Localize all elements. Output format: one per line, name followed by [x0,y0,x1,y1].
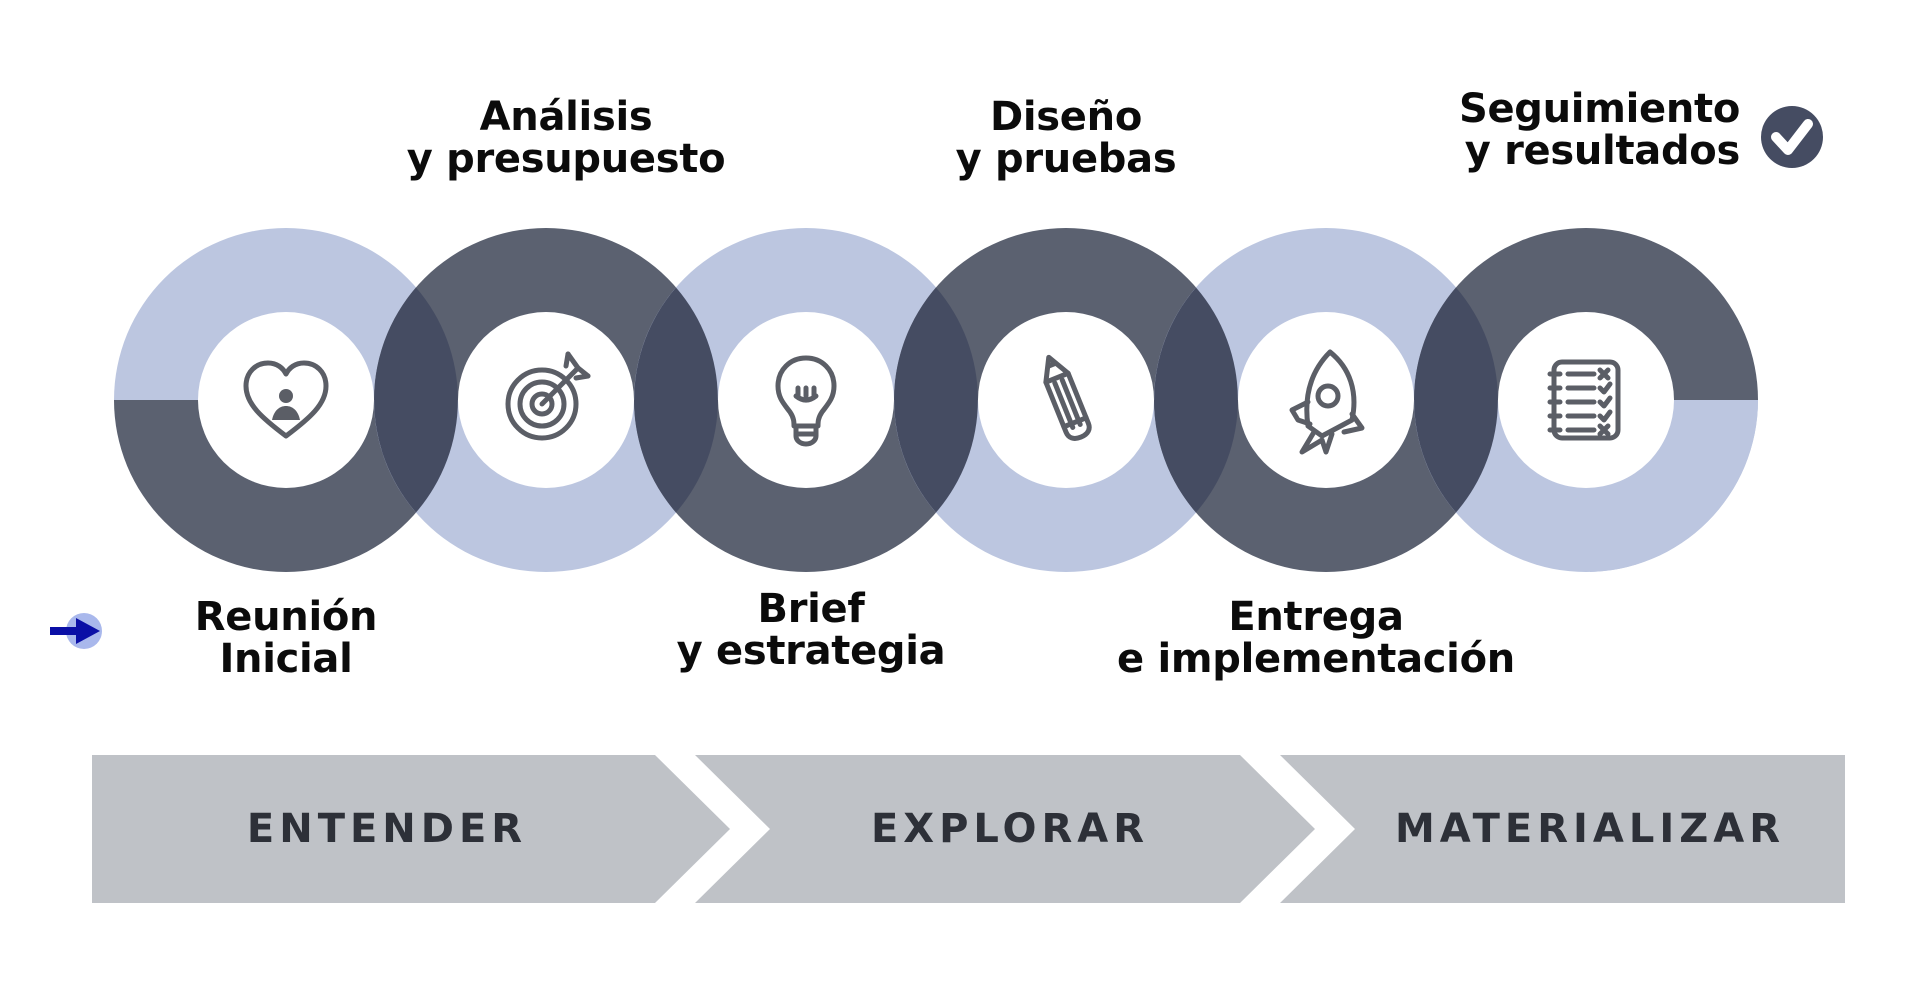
step-label-1-line2: Inicial [219,636,353,682]
overlap-5 [1414,287,1498,513]
step-label-4-line1: Diseño [989,94,1142,140]
lightbulb-icon [775,355,837,447]
phase-chevron-1 [92,755,730,903]
step-label-5-line1: Entrega [1228,594,1404,640]
phase-label-1: ENTENDER [246,806,528,852]
step-label-4: Diseño y pruebas [921,96,1211,180]
phase-explorar: EXPLORAR [745,755,1275,903]
step-label-6: Seguimiento y resultados [1450,88,1740,172]
pencil-icon [1043,354,1092,441]
checklist-icon [1547,359,1621,441]
phase-materializar: MATERIALIZAR [1335,755,1845,903]
target-icon [505,351,591,441]
overlap-4 [1154,287,1238,513]
step-label-5-line2: e implementación [1117,636,1515,682]
check-circle-icon [1761,106,1823,168]
step-label-3-line2: y estrategia [676,628,946,674]
step-label-1: Reunión Inicial [186,596,386,680]
inner-disc-4 [978,312,1154,488]
heart-person-icon [243,360,329,439]
phase-label-3: MATERIALIZAR [1394,806,1786,852]
step-label-6-line1: Seguimiento [1458,86,1740,132]
step-label-3-line1: Brief [757,586,865,632]
rocket-icon [1289,349,1365,455]
step-label-6-line2: y resultados [1464,128,1741,174]
overlap-3 [894,287,978,513]
phase-chevron-3 [1280,755,1845,903]
step-label-3: Brief y estrategia [656,588,966,672]
overlap-2 [634,287,718,513]
step-label-2: Análisis y presupuesto [396,96,736,180]
step-label-2-line1: Análisis [479,94,653,140]
step-label-2-line2: y presupuesto [406,136,726,182]
step-label-4-line2: y pruebas [955,136,1177,182]
inner-disc-5 [1238,312,1414,488]
phase-chevron-2 [695,755,1315,903]
step-label-1-line1: Reunión [194,594,378,640]
phase-entender: ENTENDER [92,755,682,903]
step-label-5: Entrega e implementación [1096,596,1536,680]
overlap-1 [374,287,458,513]
phase-label-2: EXPLORAR [870,806,1150,852]
arrow-right-icon [50,613,102,649]
